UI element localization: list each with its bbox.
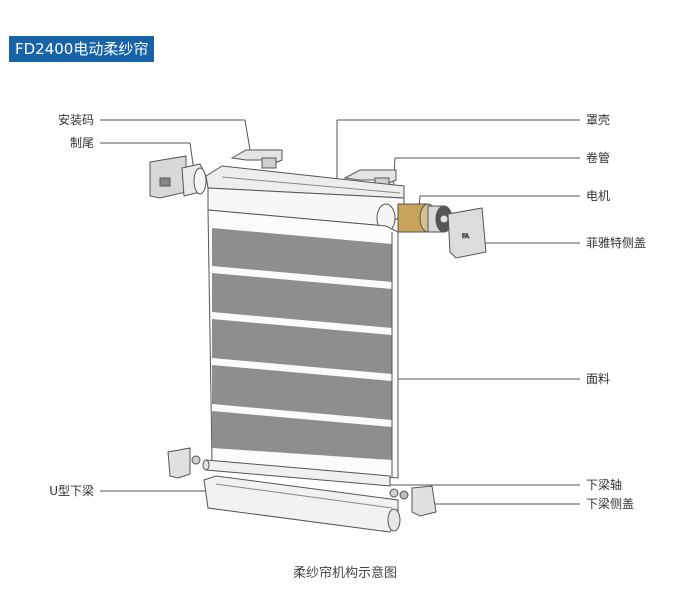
fabric-panel xyxy=(207,209,399,479)
page-title: FD2400电动柔纱帘 xyxy=(9,36,155,62)
label-side-cover: 菲雅特侧盖 xyxy=(586,236,647,250)
label-bottom-rail-axis: 下梁轴 xyxy=(586,478,623,492)
bottom-rail-cap-left xyxy=(167,447,201,479)
end-plug-part xyxy=(149,155,207,199)
motor-part xyxy=(397,203,453,233)
label-cover: 罩壳 xyxy=(586,113,611,127)
label-fabric: 面料 xyxy=(586,372,611,386)
label-end-plug: 制尾 xyxy=(69,136,94,150)
svg-text:FA: FA xyxy=(462,233,470,240)
label-install-code: 安装码 xyxy=(57,113,94,127)
bottom-rail-axis xyxy=(202,459,391,487)
label-roller-tube: 卷管 xyxy=(586,151,611,165)
label-motor: 电机 xyxy=(586,189,611,203)
headrail-cover xyxy=(205,165,405,227)
fabric-stripes xyxy=(212,228,392,460)
u-bottom-rail-part xyxy=(203,475,401,533)
diagram-caption: 柔纱帘机构示意图 xyxy=(292,566,397,581)
install-bracket-left xyxy=(230,149,283,169)
bottom-rail-cap-right xyxy=(389,485,437,517)
label-bottom-rail-cap: 下梁侧盖 xyxy=(586,497,635,511)
label-u-bottom-rail: U型下梁 xyxy=(49,484,94,498)
side-cover-part: FA xyxy=(447,207,487,259)
